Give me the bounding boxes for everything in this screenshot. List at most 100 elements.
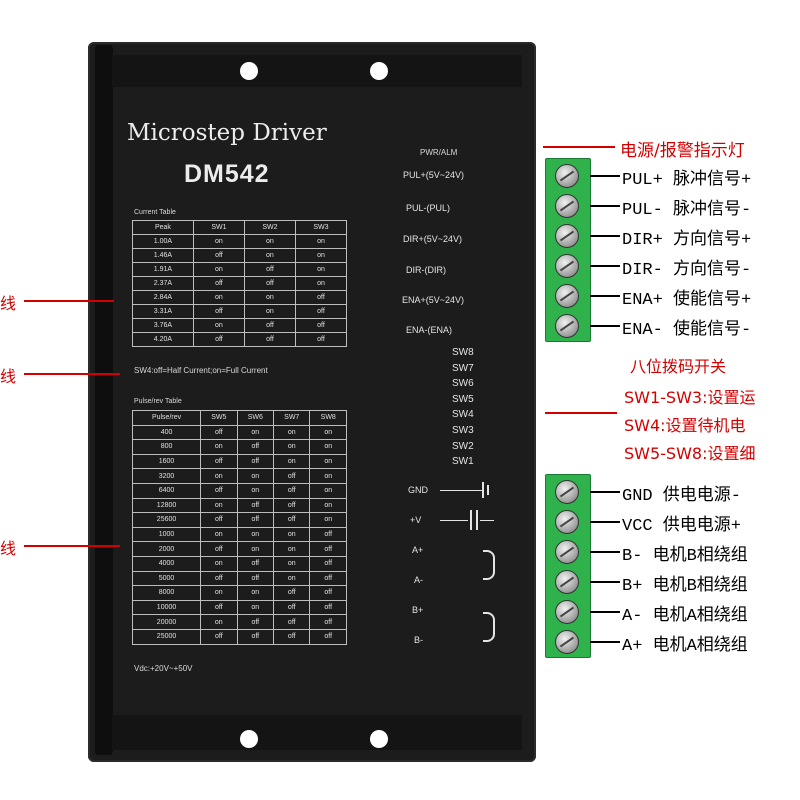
mount-hole-top-left <box>240 62 258 80</box>
table-cell: on <box>294 234 348 249</box>
pin-line <box>590 175 620 177</box>
pin-line <box>590 641 620 643</box>
screw-icon[interactable] <box>555 194 579 218</box>
screw-icon[interactable] <box>555 254 579 278</box>
switch-label: SW2 <box>452 440 474 452</box>
table-cell: off <box>294 290 348 305</box>
pin-callout-dir-plus: DIR+ 方向信号+ <box>622 231 752 250</box>
left-callout-2: 线 <box>0 367 17 386</box>
table-cell: off <box>309 555 347 572</box>
screw-icon[interactable] <box>555 480 579 504</box>
table-cell: off <box>273 468 311 484</box>
table-cell: on <box>236 585 275 601</box>
table-cell: off <box>192 276 245 291</box>
table-cell: off <box>192 304 245 319</box>
switch-label: SW8 <box>452 347 474 358</box>
pin-callout-pul-minus: PUL- 脉冲信号- <box>622 201 752 220</box>
table-cell: off <box>273 614 311 630</box>
left-callout-1: 线 <box>0 294 17 313</box>
table-header-cell: SW2 <box>243 220 296 235</box>
table-cell: off <box>236 439 275 455</box>
left-callout-line-2 <box>24 373 120 375</box>
table-cell: 400 <box>131 424 202 441</box>
table-cell: off <box>309 599 347 616</box>
table-cell: on <box>243 304 296 319</box>
pin-line <box>590 235 620 237</box>
table-cell: on <box>192 290 245 305</box>
table-cell: off <box>243 262 296 277</box>
table-cell: off <box>200 628 238 645</box>
table-cell: off <box>236 512 275 528</box>
capacitor-line <box>480 520 494 521</box>
screw-icon[interactable] <box>555 630 579 654</box>
pwr-alm-label: PWR/ALM <box>420 148 458 157</box>
capacitor-icon <box>476 510 478 530</box>
table-cell: 1.00A <box>132 234 194 249</box>
table-cell: off <box>309 628 347 645</box>
bottom-heatsink-cap <box>112 715 522 750</box>
table-cell: off <box>309 526 347 543</box>
dip-switch-labels: SW8 SW7 SW6 SW5 SW4 SW3 SW2 SW1 <box>452 345 474 470</box>
table-cell: on <box>200 497 238 514</box>
pin-line <box>590 325 620 327</box>
table-cell: on <box>243 290 296 305</box>
coil-b-icon <box>483 612 495 642</box>
table-cell: off <box>236 628 275 645</box>
switch-label: SW6 <box>452 378 474 390</box>
table-cell: on <box>236 599 275 616</box>
table-cell: 1000 <box>131 526 202 543</box>
switch-label: SW4 <box>452 409 474 421</box>
table-cell: 1.46A <box>132 248 194 263</box>
screw-icon[interactable] <box>555 540 579 564</box>
table-cell: off <box>200 453 238 470</box>
table-cell: off <box>236 555 275 572</box>
switch-label: SW5 <box>452 393 474 405</box>
table-header-cell: SW7 <box>273 410 311 426</box>
table-cell: off <box>309 570 347 587</box>
table-cell: off <box>273 497 311 514</box>
table-cell: 2000 <box>131 541 202 557</box>
indicator-callout: 电源/报警指示灯 <box>620 141 745 161</box>
table-cell: 3.31A <box>132 304 194 319</box>
mounting-flange <box>95 45 113 755</box>
table-cell: off <box>192 248 245 263</box>
table-cell: on <box>200 439 238 455</box>
table-cell: on <box>309 453 347 470</box>
pin-line <box>590 611 620 613</box>
screw-icon[interactable] <box>555 164 579 188</box>
table-cell: on <box>294 262 348 277</box>
table-cell: on <box>243 234 296 249</box>
screw-icon[interactable] <box>555 600 579 624</box>
power-terminal-block <box>545 474 591 658</box>
screw-icon[interactable] <box>555 570 579 594</box>
table-cell: on <box>273 439 311 455</box>
screw-icon[interactable] <box>555 510 579 534</box>
terminal-label-a-plus: A+ <box>412 545 424 555</box>
terminal-label-ena-minus: ENA-(ENA) <box>406 325 453 335</box>
pin-line <box>590 521 620 523</box>
terminal-label-pul-minus: PUL-(PUL) <box>406 203 451 213</box>
screw-icon[interactable] <box>555 314 579 338</box>
terminal-label-b-plus: B+ <box>412 605 424 615</box>
table-cell: off <box>200 570 238 587</box>
screw-icon[interactable] <box>555 284 579 308</box>
ground-symbol-icon <box>487 485 489 495</box>
pin-line <box>590 491 620 493</box>
dip-callout-title: 八位拨码开关 <box>630 357 727 376</box>
terminal-label-gnd: GND <box>408 485 428 495</box>
table-cell: on <box>273 424 311 441</box>
screw-icon[interactable] <box>555 224 579 248</box>
